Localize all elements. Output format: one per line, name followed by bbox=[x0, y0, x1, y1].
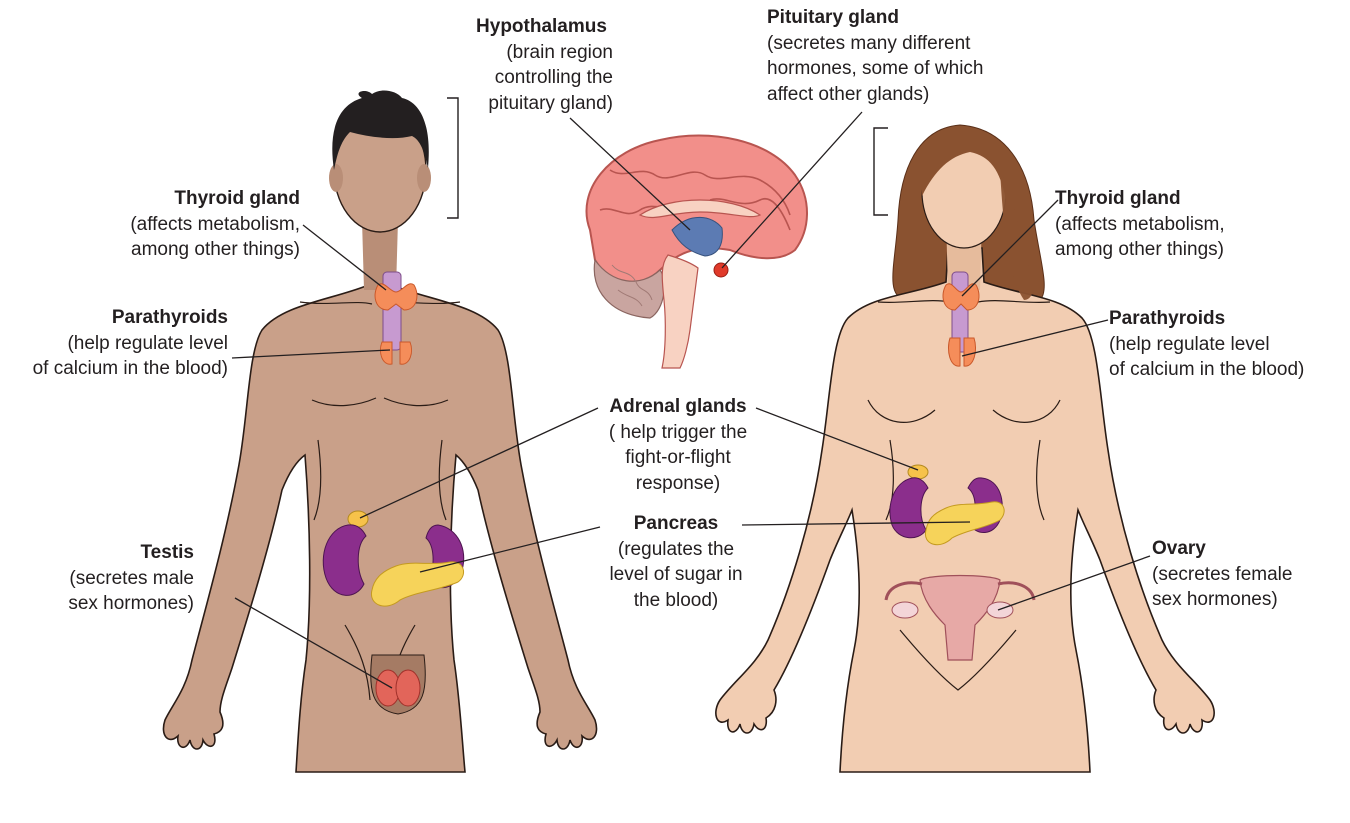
label-parathyroids-female: Parathyroids (help regulate level of cal… bbox=[1109, 306, 1304, 383]
adrenal-desc-1: ( help trigger the bbox=[608, 421, 748, 443]
male-body bbox=[162, 249, 598, 773]
female-fallopian-tubes bbox=[884, 581, 1036, 601]
pancreas-desc-1: (regulates the bbox=[617, 538, 735, 560]
thyroid-male-desc-2: among other things) bbox=[131, 239, 300, 260]
female-waist bbox=[885, 439, 1045, 521]
leader-adrenal-male bbox=[359, 407, 599, 519]
label-thyroid-male: Thyroid gland (affects metabolism, among… bbox=[100, 186, 300, 263]
parathyroids-female-title: Parathyroids bbox=[1109, 308, 1226, 329]
label-adrenal: Adrenal glands ( help trigger the fight-… bbox=[598, 394, 758, 496]
leader-lines bbox=[231, 111, 1151, 689]
pancreas-desc-2: level of sugar in bbox=[609, 564, 743, 585]
thyroid-female-desc-2: among other things) bbox=[1055, 239, 1224, 260]
leader-thyroid-male bbox=[302, 224, 387, 291]
thyroid-male-desc-1: (affects metabolism, bbox=[130, 213, 300, 235]
thyroid-male-title: Thyroid gland bbox=[174, 188, 300, 209]
leader-hypothalamus bbox=[569, 117, 691, 231]
male-kidney-left bbox=[322, 524, 367, 596]
leader-pancreas-male bbox=[419, 526, 601, 573]
brain-corpus-callosum bbox=[638, 199, 762, 219]
thyroid-female-desc-1: (affects metabolism, bbox=[1055, 213, 1225, 235]
female-groin bbox=[899, 629, 1017, 691]
parathyroids-male-desc-2: of calcium in the blood) bbox=[32, 358, 228, 379]
pancreas-title: Pancreas bbox=[633, 513, 719, 534]
male-ear-left bbox=[329, 164, 343, 192]
pituitary-dot bbox=[713, 262, 729, 278]
testis-desc-2: sex hormones) bbox=[68, 593, 194, 614]
male-trachea bbox=[382, 271, 402, 351]
female-bust bbox=[867, 399, 1061, 423]
pituitary-desc-3: affect other glands) bbox=[767, 83, 930, 105]
label-pituitary: Pituitary gland (secretes many different… bbox=[767, 5, 984, 107]
pituitary-desc-1: (secretes many different bbox=[767, 32, 971, 54]
male-ear-right bbox=[417, 164, 431, 192]
ovary-desc-1: (secretes female bbox=[1152, 563, 1293, 585]
female-hair-top bbox=[921, 130, 1008, 200]
label-pancreas: Pancreas (regulates the level of sugar i… bbox=[596, 511, 756, 613]
female-ovary-left bbox=[891, 601, 919, 619]
female-thyroid bbox=[942, 283, 980, 311]
male-waist bbox=[313, 439, 447, 521]
ovary-desc-2: sex hormones) bbox=[1152, 589, 1278, 610]
hypothalamus-desc-2: controlling the bbox=[494, 67, 613, 88]
male-pectorals bbox=[311, 397, 449, 407]
male-hair bbox=[332, 90, 429, 170]
leader-pituitary bbox=[721, 111, 863, 269]
brain-stem bbox=[661, 254, 699, 369]
leader-parathyroids-male bbox=[231, 349, 391, 359]
hypothalamus-region bbox=[671, 216, 723, 257]
parathyroids-female-desc-2: of calcium in the blood) bbox=[1109, 359, 1305, 380]
male-pancreas bbox=[370, 561, 465, 607]
adrenal-title: Adrenal glands bbox=[609, 396, 747, 417]
brain bbox=[585, 134, 808, 369]
label-hypothalamus: Hypothalamus (brain region controlling t… bbox=[470, 14, 613, 116]
bracket-male-head bbox=[447, 97, 459, 219]
leader-parathyroids-female bbox=[961, 319, 1109, 357]
female-organs bbox=[884, 271, 1036, 661]
leader-adrenal-female bbox=[755, 407, 919, 471]
hypothalamus-desc-3: pituitary gland) bbox=[488, 92, 613, 114]
leader-pancreas-female bbox=[741, 521, 971, 526]
female-parathyroids bbox=[947, 337, 977, 367]
label-testis: Testis (secretes male sex hormones) bbox=[40, 540, 194, 617]
parathyroids-female-desc-1: (help regulate level bbox=[1109, 333, 1270, 355]
brain-cerebellum-folds bbox=[611, 264, 653, 307]
adrenal-desc-2: fight-or-flight bbox=[625, 447, 731, 468]
leader-thyroid-female bbox=[961, 199, 1059, 297]
female-hair-side bbox=[1000, 170, 1033, 300]
male-parathyroids bbox=[379, 341, 413, 365]
adrenal-desc-3: response) bbox=[635, 472, 721, 494]
leader-testis bbox=[234, 597, 393, 689]
leader-ovary bbox=[997, 555, 1151, 611]
female-ovary-right bbox=[986, 601, 1014, 619]
testis-desc-1: (secretes male bbox=[69, 567, 194, 589]
pituitary-desc-2: hormones, some of which bbox=[767, 58, 984, 79]
male-testis-right bbox=[395, 669, 421, 707]
parathyroids-male-desc-1: (help regulate level bbox=[67, 332, 228, 354]
ovary-title: Ovary bbox=[1152, 538, 1206, 559]
parathyroids-male-title: Parathyroids bbox=[111, 307, 228, 328]
hypothalamus-title: Hypothalamus bbox=[476, 16, 607, 37]
male-organs bbox=[322, 271, 465, 707]
label-parathyroids-male: Parathyroids (help regulate level of cal… bbox=[10, 305, 228, 382]
thyroid-female-title: Thyroid gland bbox=[1055, 188, 1181, 209]
testis-title: Testis bbox=[140, 542, 194, 563]
hypothalamus-desc-1: (brain region bbox=[506, 41, 613, 63]
pituitary-title: Pituitary gland bbox=[767, 7, 899, 28]
pancreas-desc-3: the blood) bbox=[633, 589, 719, 611]
label-thyroid-female: Thyroid gland (affects metabolism, among… bbox=[1055, 186, 1225, 263]
female-pancreas bbox=[924, 501, 1005, 546]
brain-cerebellum bbox=[593, 258, 665, 319]
bracket-female-head bbox=[873, 127, 888, 216]
label-ovary: Ovary (secretes female sex hormones) bbox=[1152, 536, 1292, 613]
